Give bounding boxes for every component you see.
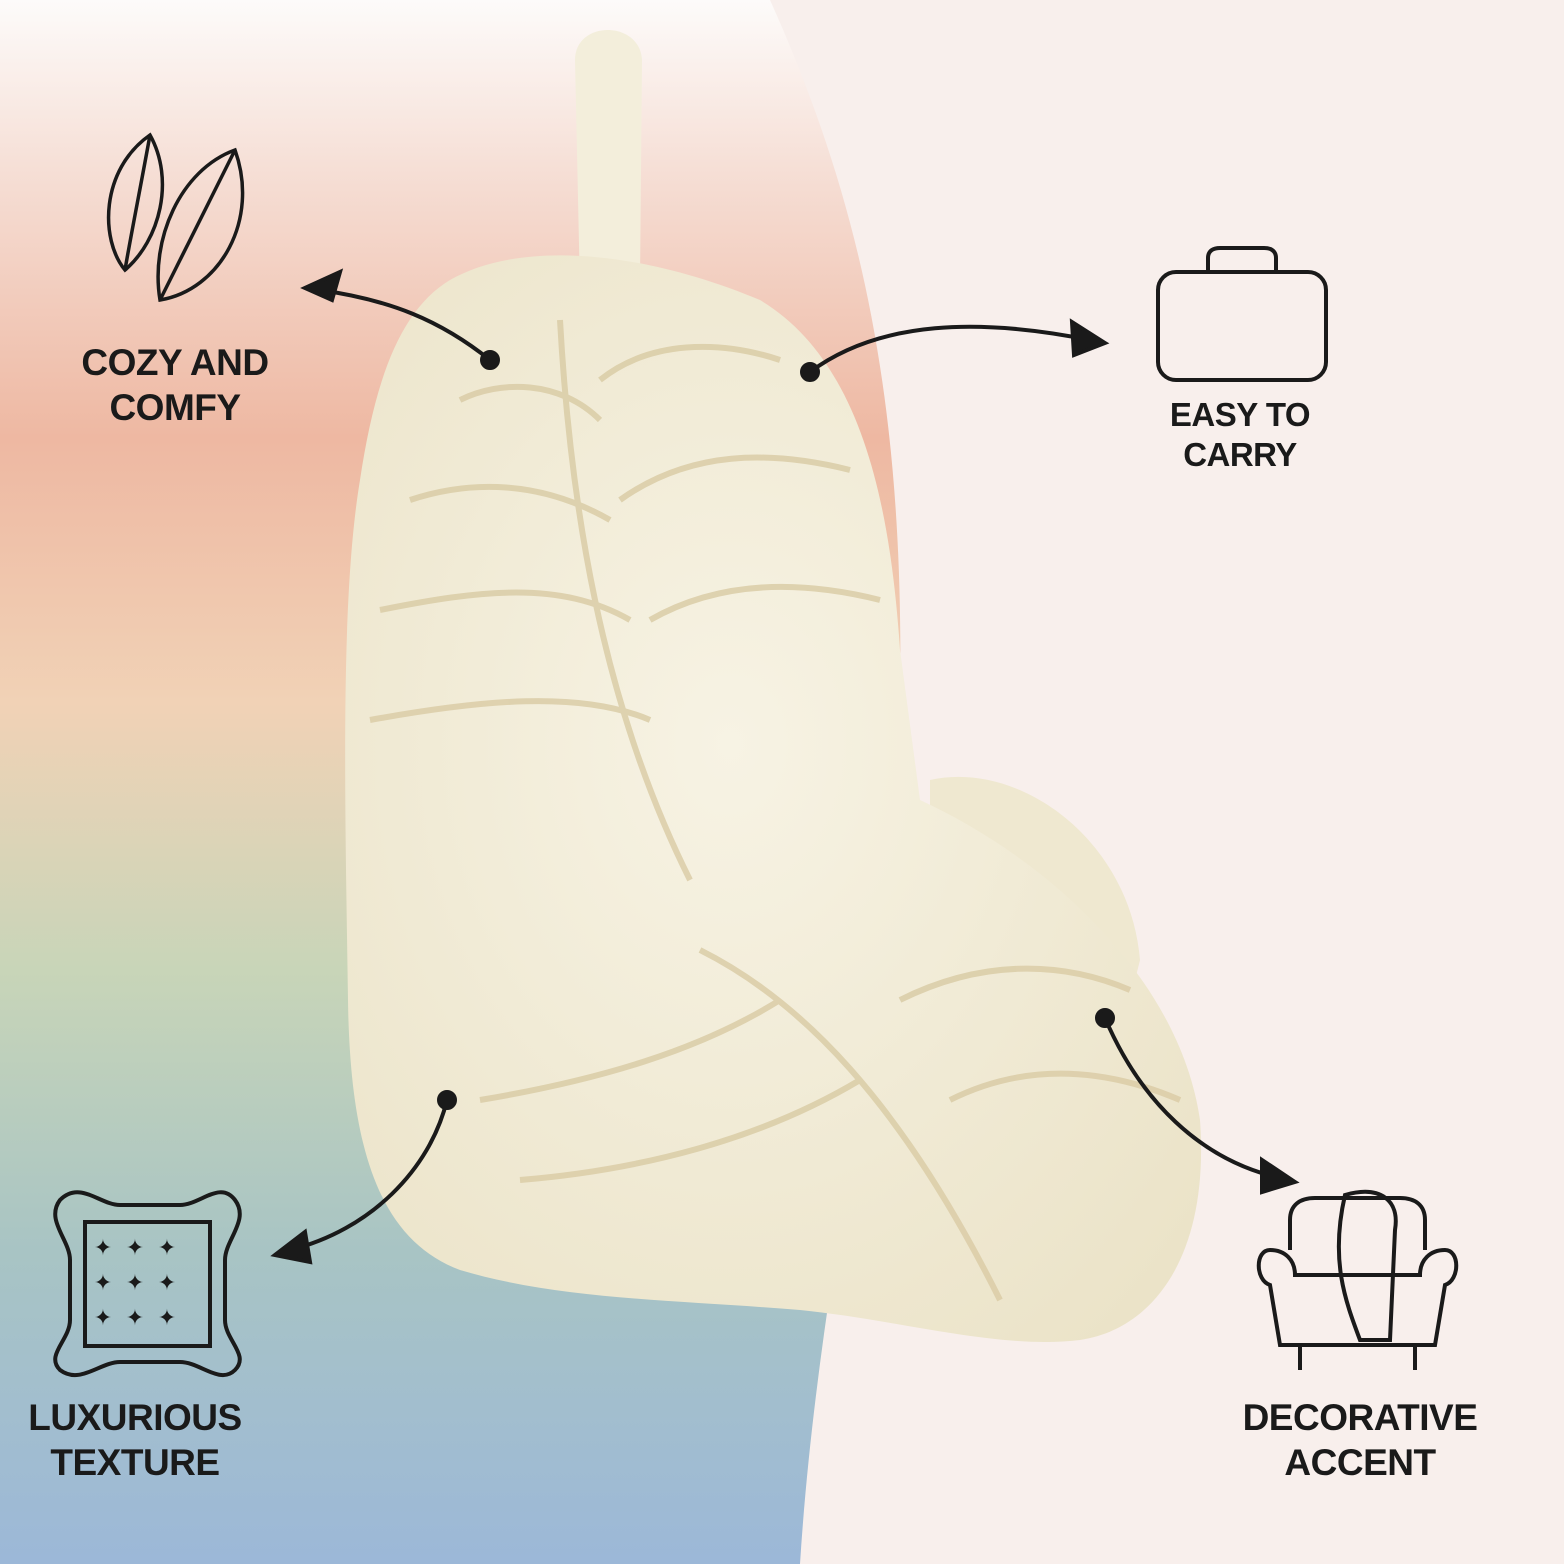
label-line: CARRY	[1183, 436, 1297, 474]
textured-pillow-icon: ✦ ✦ ✦ ✦ ✦ ✦ ✦ ✦ ✦	[53, 1190, 242, 1378]
feature-label-texture: LUXURIOUS TEXTURE	[5, 1395, 265, 1485]
arrow-cozy	[319, 288, 492, 362]
label-line: ACCENT	[1284, 1442, 1436, 1484]
feature-label-decorative: DECORATIVE ACCENT	[1220, 1395, 1500, 1485]
suitcase-icon	[1156, 246, 1328, 382]
feature-label-carry: EASY TO CARRY	[1130, 395, 1350, 476]
svg-text:✦: ✦	[158, 1270, 176, 1295]
svg-text:✦: ✦	[126, 1305, 144, 1330]
feature-label-cozy: COZY AND COMFY	[40, 340, 310, 430]
svg-text:✦: ✦	[94, 1235, 112, 1260]
svg-text:✦: ✦	[126, 1270, 144, 1295]
arrows	[270, 268, 1300, 1265]
label-line: TEXTURE	[50, 1442, 220, 1484]
svg-text:✦: ✦	[158, 1235, 176, 1260]
arrow-decorative	[1103, 1017, 1281, 1180]
label-line: DECORATIVE	[1242, 1397, 1478, 1438]
label-line: COMFY	[109, 387, 241, 429]
svg-text:✦: ✦	[94, 1305, 112, 1330]
svg-text:✦: ✦	[126, 1235, 144, 1260]
svg-text:✦: ✦	[158, 1305, 176, 1330]
arrow-carry	[808, 324, 1091, 374]
pillow	[345, 30, 1202, 1343]
svg-text:✦: ✦	[94, 1270, 112, 1295]
feather-leaves-icon	[106, 132, 245, 303]
armchair-blanket-icon	[1256, 1189, 1459, 1370]
arrow-texture	[289, 1099, 449, 1252]
label-line: COZY AND	[81, 342, 269, 383]
label-line: LUXURIOUS	[28, 1397, 242, 1438]
label-line: EASY TO	[1169, 396, 1311, 433]
